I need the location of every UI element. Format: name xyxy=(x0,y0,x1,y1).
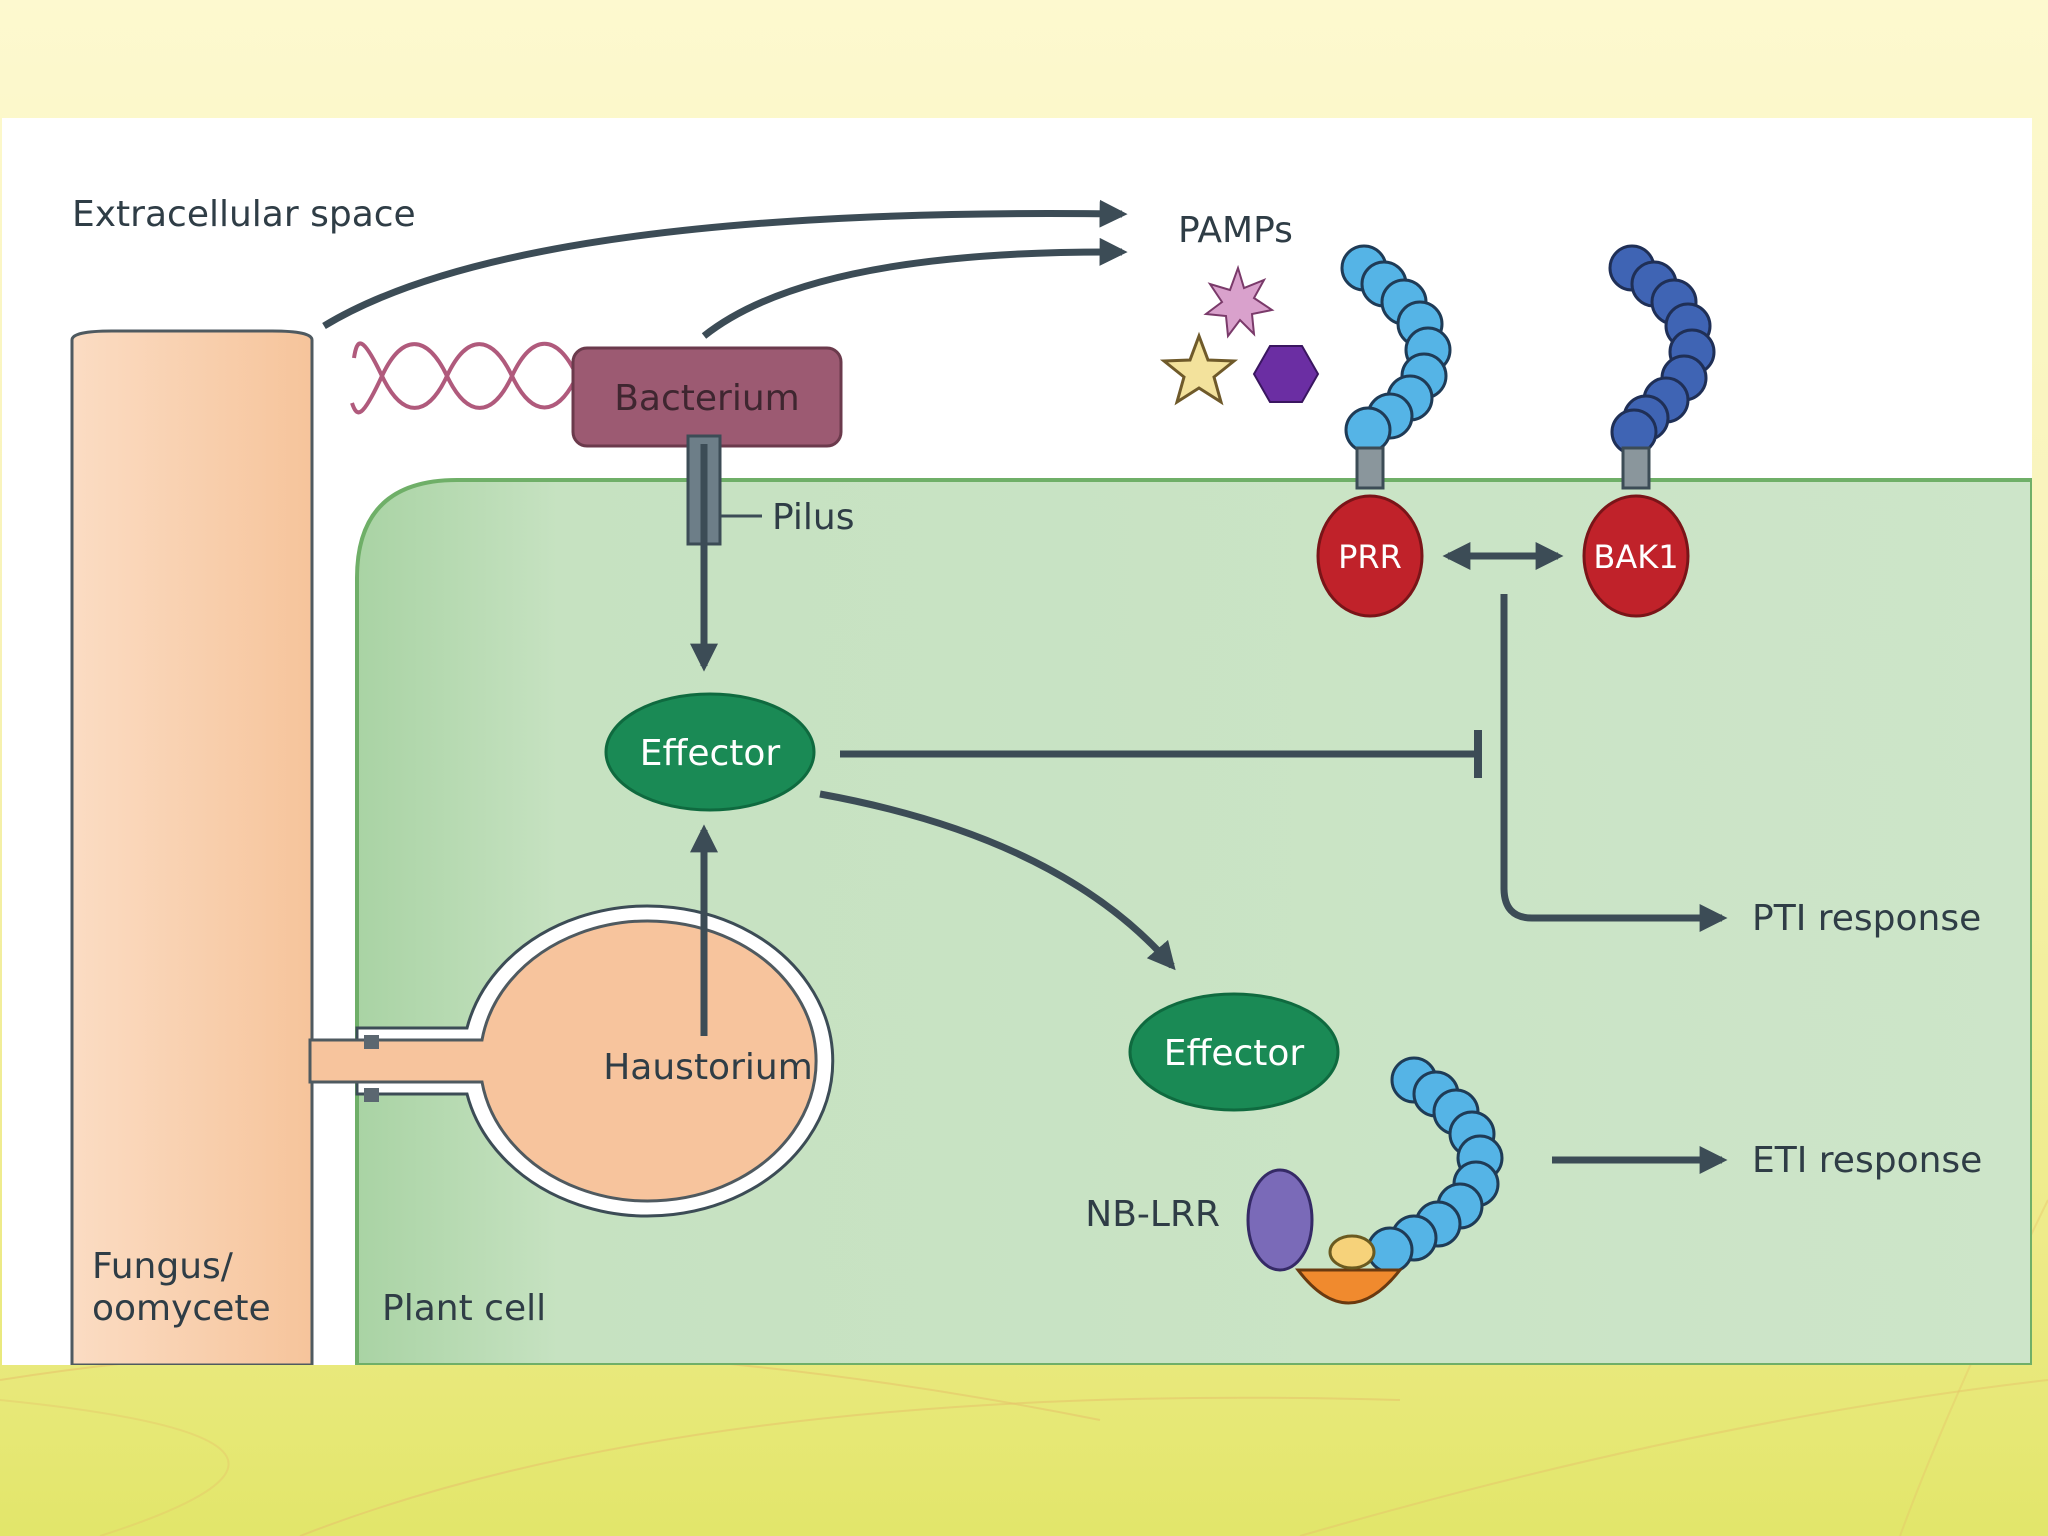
nb-lrr-linker xyxy=(1328,1234,1376,1270)
bacterial-flagellum-2 xyxy=(352,341,579,410)
arrow-fungus-to-pamps xyxy=(322,199,1128,329)
haustorial-neck-collar-bottom xyxy=(364,1088,379,1102)
pamp-star-yellow xyxy=(1159,331,1239,406)
nb-lrr-receptor xyxy=(1246,1056,1504,1305)
pilus-label: Pilus xyxy=(772,497,855,538)
bak1-lrr-domain xyxy=(1608,244,1716,456)
bak1-label: BAK1 xyxy=(1593,538,1678,576)
prr-kinase xyxy=(1316,494,1424,618)
nb-lrr-n-terminal-domain xyxy=(1246,1168,1314,1272)
pamp-hexagon xyxy=(1252,345,1320,403)
haustorium xyxy=(308,919,818,1203)
arrow-effector-to-cytoplasm xyxy=(819,790,1176,971)
extracellular-space-label: Extracellular space xyxy=(72,194,416,235)
effector-upper-label: Effector xyxy=(640,733,781,774)
bacterium-label: Bacterium xyxy=(614,378,800,419)
prr-lrr-domain xyxy=(1340,244,1452,454)
plant-immunity-diagram: Bacterium Pilus Effector Haustorium Effe… xyxy=(70,194,2032,1365)
prr-transmembrane xyxy=(1355,446,1385,490)
bak1-transmembrane xyxy=(1621,446,1651,490)
prr-receptor: PRR xyxy=(1316,244,1452,618)
pamp-star-pink xyxy=(1203,264,1275,339)
prr-label: PRR xyxy=(1338,538,1402,576)
nb-lrr-label: NB-LRR xyxy=(1085,1194,1220,1235)
pti-response-label: PTI response xyxy=(1752,898,1981,939)
haustorial-neck-collar-top xyxy=(364,1035,379,1049)
fungus-label-line2: oomycete xyxy=(92,1288,271,1329)
haustorium-label: Haustorium xyxy=(603,1047,813,1088)
bacterial-flagellum xyxy=(350,342,579,415)
arrow-bacterium-to-pamps xyxy=(701,237,1128,339)
effector-lower-label: Effector xyxy=(1164,1033,1305,1074)
effector-upper xyxy=(604,692,816,812)
nb-lrr-lrr-domain xyxy=(1366,1056,1504,1274)
bak1-receptor: BAK1 xyxy=(1582,244,1716,618)
eti-response-label: ETI response xyxy=(1752,1140,1982,1181)
arrow-to-pti-response xyxy=(1500,594,1728,932)
pamps-label: PAMPs xyxy=(1178,210,1293,251)
nb-domain xyxy=(1294,1268,1404,1305)
fungus-hypha xyxy=(70,329,314,1365)
plant-cell-label: Plant cell xyxy=(382,1288,546,1329)
fungus-label-line1: Fungus/ xyxy=(92,1246,234,1287)
effector-lower xyxy=(1128,992,1340,1112)
bak1-kinase xyxy=(1582,494,1690,618)
